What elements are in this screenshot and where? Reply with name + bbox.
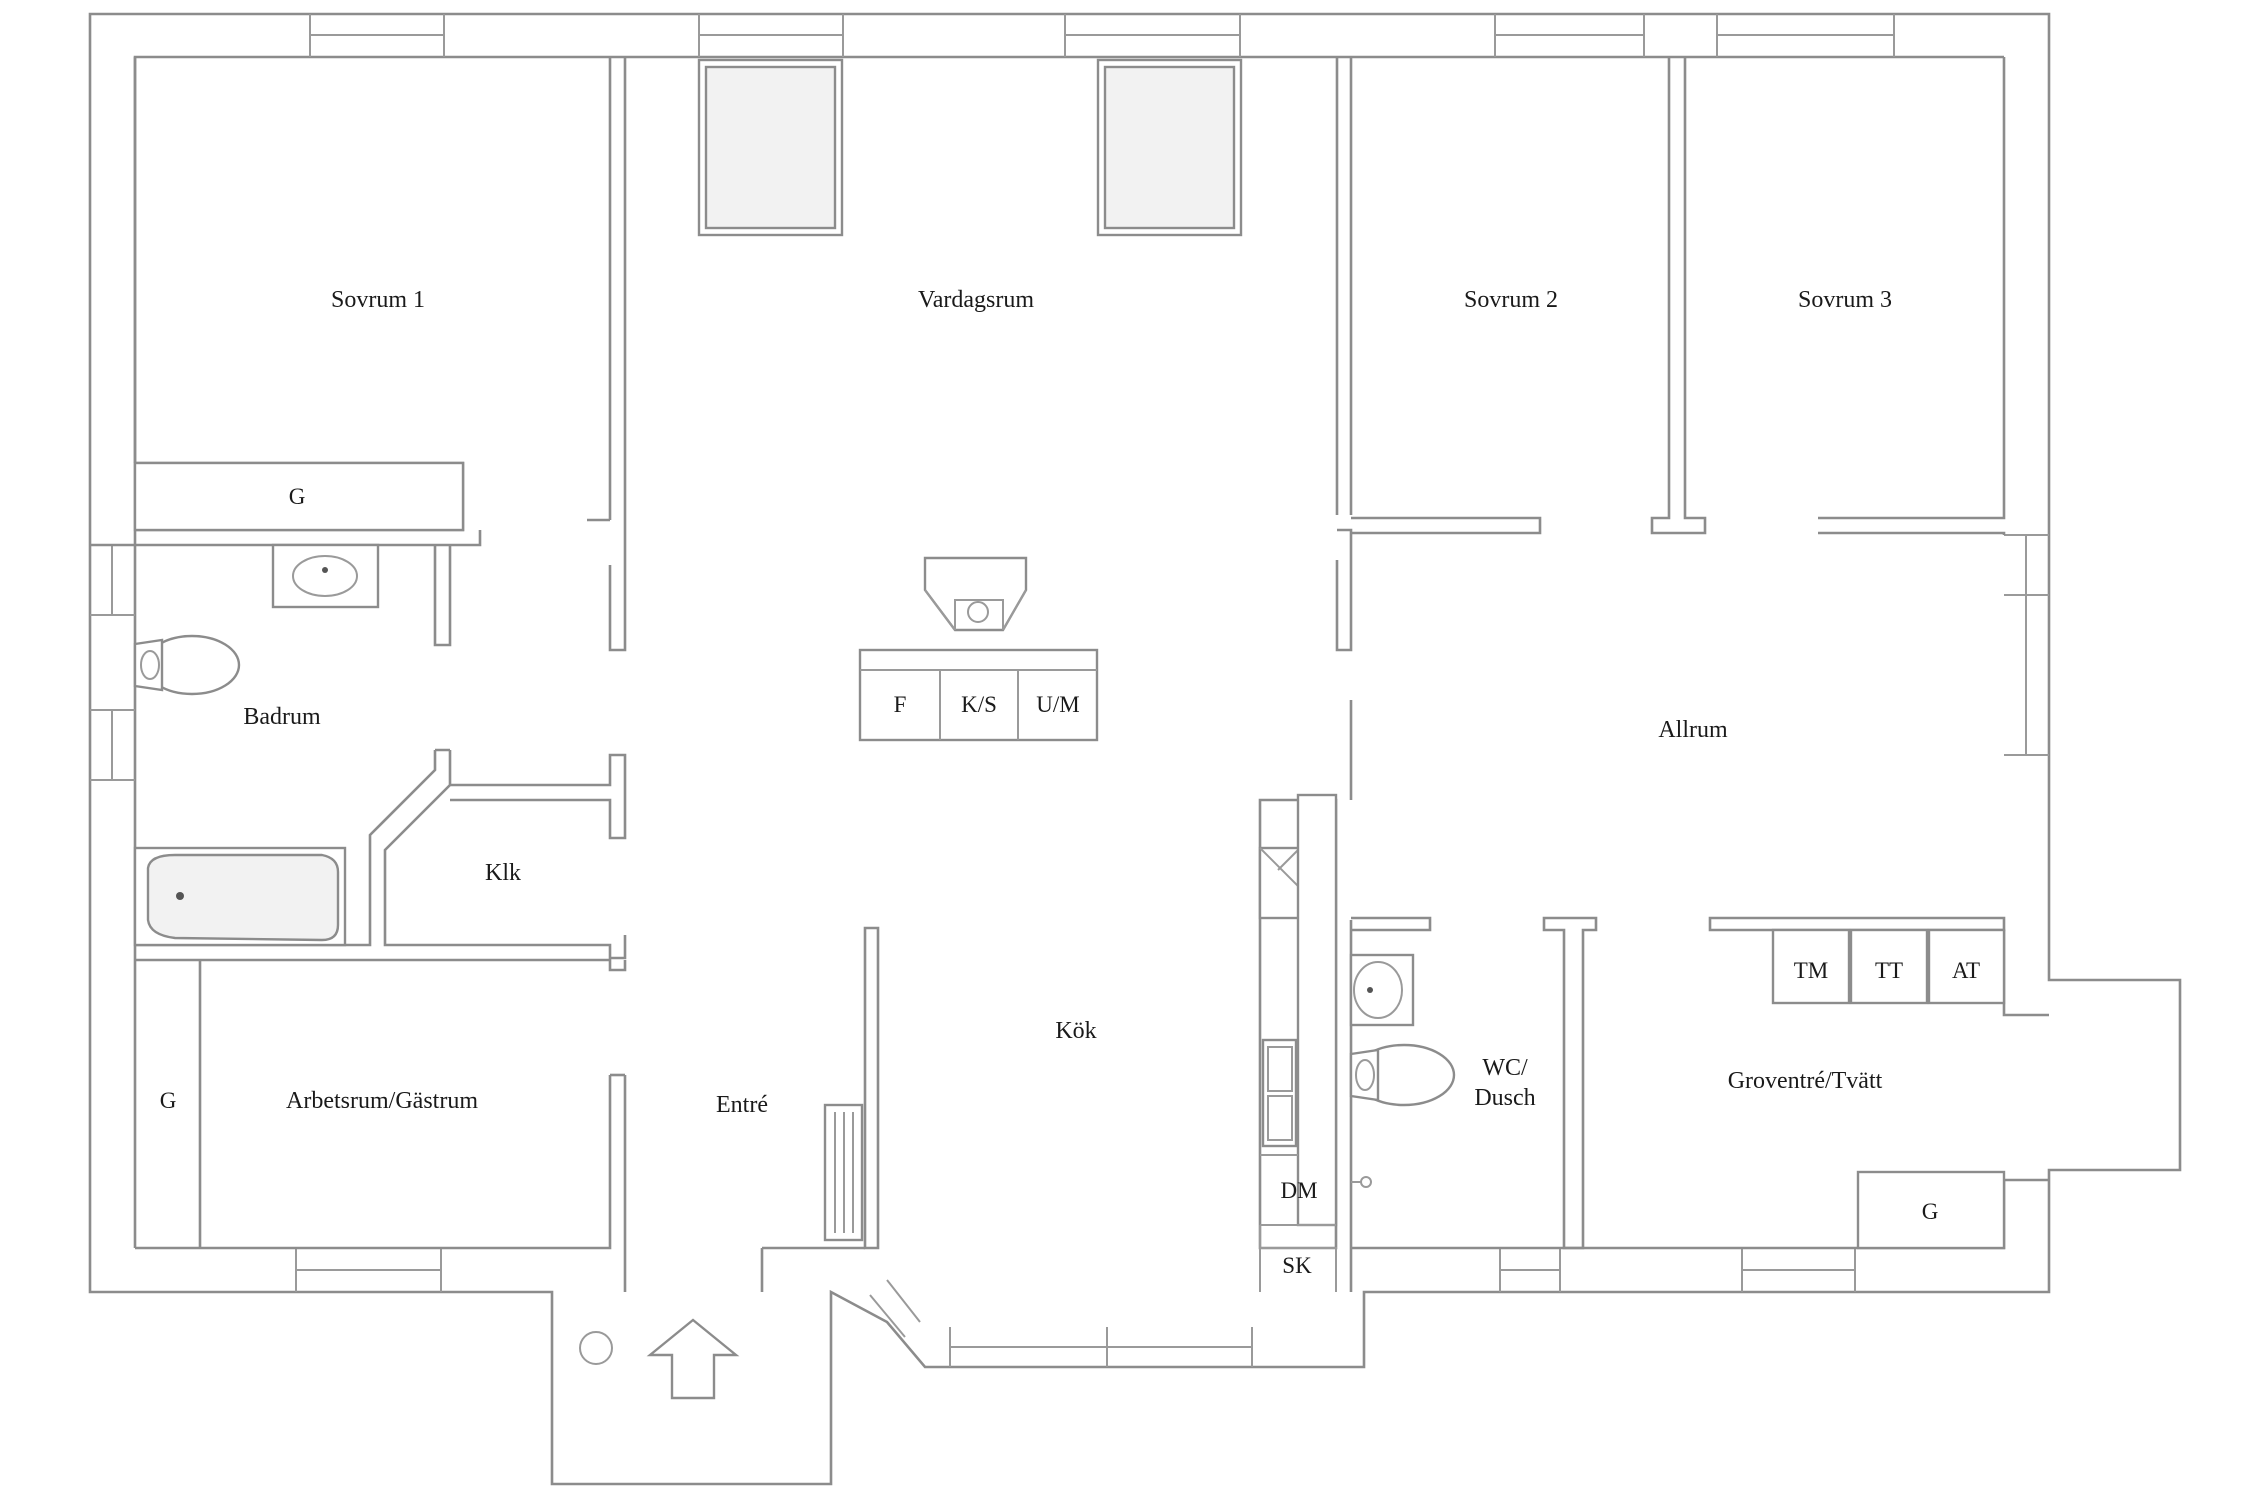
sink-icon	[271, 543, 380, 609]
label-kok: Kök	[1055, 1018, 1096, 1044]
bathtub-icon	[133, 846, 347, 947]
label-sovrum-2: Sovrum 2	[1464, 287, 1558, 313]
room-labels: Sovrum 1 Vardagsrum Sovrum 2 Sovrum 3 G …	[160, 287, 1980, 1278]
label-g-groventre: G	[1922, 1199, 1939, 1224]
label-vardagsrum: Vardagsrum	[918, 287, 1034, 313]
label-sovrum-3: Sovrum 3	[1798, 287, 1892, 313]
kitchen-island	[858, 648, 1099, 742]
label-g-arbetsrum: G	[160, 1088, 177, 1113]
label-tm: TM	[1794, 958, 1829, 983]
sink-icon	[1349, 953, 1415, 1027]
wardrobe	[133, 461, 465, 532]
label-groventre: Groventré/Tvätt	[1728, 1068, 1883, 1094]
label-ks: K/S	[961, 692, 997, 717]
toilet-icon	[1349, 1043, 1456, 1107]
label-at: AT	[1952, 958, 1980, 983]
label-klk: Klk	[485, 860, 521, 886]
skylight-icon	[697, 58, 844, 237]
label-allrum: Allrum	[1658, 717, 1728, 743]
toilet-icon	[133, 634, 241, 696]
label-dm: DM	[1280, 1178, 1317, 1203]
label-tt: TT	[1875, 958, 1903, 983]
counter-top	[1296, 793, 1338, 1227]
radiator-icon	[823, 1103, 864, 1242]
stove-icon	[1258, 846, 1302, 920]
label-g-sovrum-1: G	[289, 484, 306, 509]
label-um: U/M	[1036, 692, 1079, 717]
label-arbetsrum: Arbetsrum/Gästrum	[286, 1088, 478, 1114]
label-badrum: Badrum	[243, 704, 321, 730]
fixtures	[133, 58, 2006, 1400]
label-sovrum-1: Sovrum 1	[331, 287, 425, 313]
label-entre: Entré	[716, 1092, 768, 1118]
label-wc-line-1: WC/	[1482, 1055, 1528, 1081]
fireplace-icon	[923, 556, 1028, 632]
wardrobe	[1856, 1170, 2006, 1250]
shower-icon	[1351, 1176, 1372, 1188]
label-f: F	[894, 692, 907, 717]
sink-icon	[1261, 1038, 1298, 1148]
laundry-units	[1771, 928, 2006, 1005]
skylight-icon	[1096, 58, 1243, 237]
lamp-icon	[579, 1331, 613, 1365]
label-wc-line-2: Dusch	[1474, 1085, 1535, 1111]
entrance-arrow-icon	[646, 1318, 740, 1400]
label-sk: SK	[1282, 1253, 1312, 1278]
